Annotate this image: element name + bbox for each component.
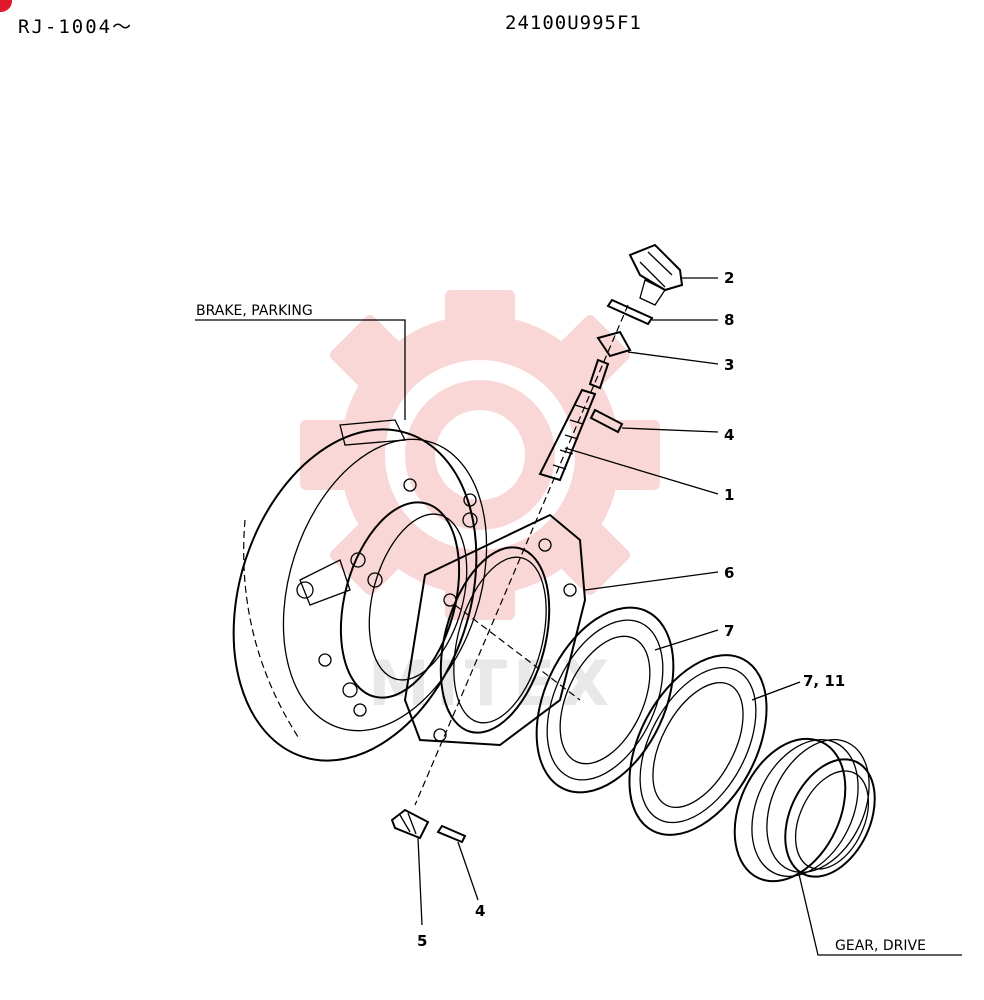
part-5-bushing-bottom — [390, 808, 430, 840]
callout-5: 5 — [417, 932, 427, 950]
part-number-header: 24100U995F1 — [505, 12, 642, 34]
brake-parking-label: BRAKE, PARKING — [196, 303, 313, 319]
callout-4-top: 4 — [724, 426, 734, 444]
watermark-gear-logo — [300, 290, 660, 620]
part-3-bushing — [596, 330, 632, 358]
callout-7-11: 7, 11 — [803, 672, 845, 690]
model-range-header: RJ-1004～ — [18, 16, 134, 38]
parking-brake-housing — [232, 419, 488, 762]
bearing-cover-flange — [339, 501, 478, 699]
callout-4-bottom: 4 — [475, 902, 485, 920]
part-7-oil-seal — [535, 606, 675, 794]
part-6-flange-plate — [403, 513, 587, 747]
part-8-washer — [606, 298, 654, 326]
part-4-pin-top — [589, 408, 624, 434]
part-7-11-oil-seal — [628, 654, 768, 836]
gear-drive-label: GEAR, DRIVE — [835, 938, 926, 954]
leader-lines — [195, 277, 962, 956]
watermark-text: MITEX — [368, 647, 615, 720]
part-2-plug — [628, 243, 684, 306]
callout-7: 7 — [724, 622, 734, 640]
assembly-axis-line-2 — [454, 604, 581, 701]
callout-3: 3 — [724, 356, 734, 374]
callout-1: 1 — [724, 486, 734, 504]
part-4-pin-bottom — [436, 824, 467, 844]
assembly-axis-line — [414, 304, 629, 806]
callout-2: 2 — [724, 269, 734, 287]
callout-6: 6 — [724, 564, 734, 582]
callout-8: 8 — [724, 311, 734, 329]
drive-gear — [733, 737, 876, 883]
